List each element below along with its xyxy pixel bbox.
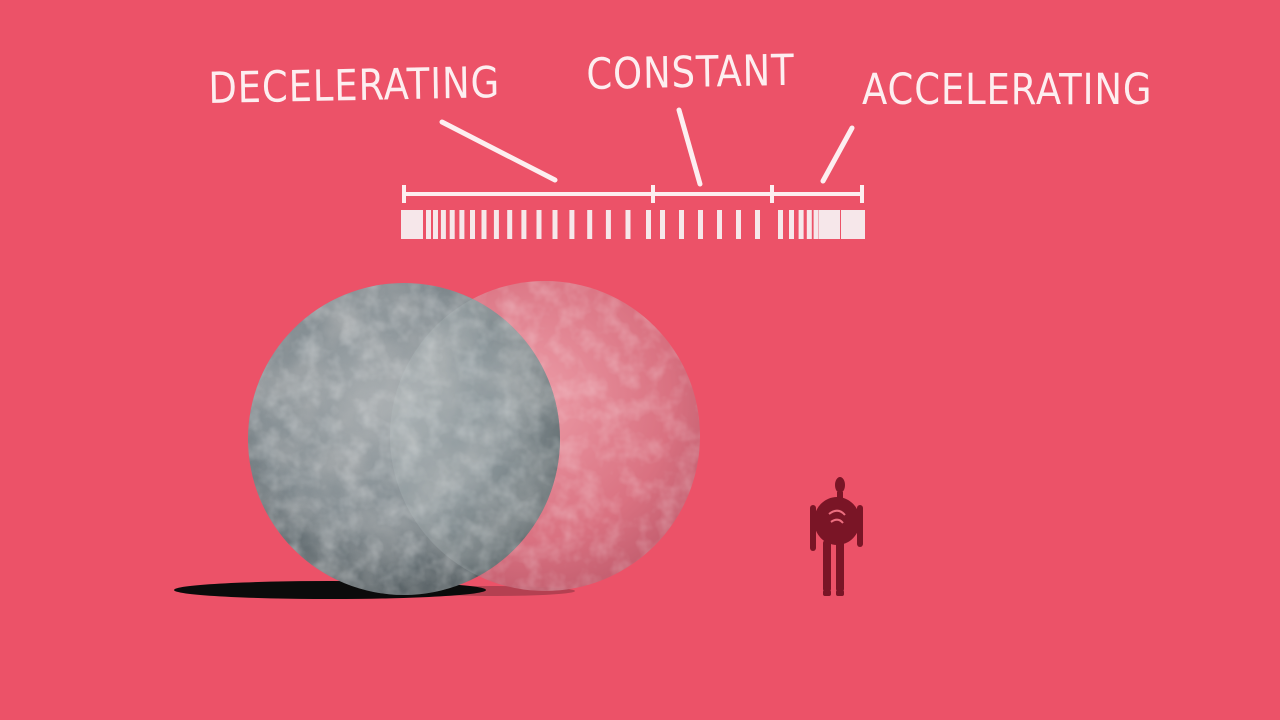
motion-stripe [625, 210, 631, 239]
motion-stripe [521, 210, 527, 239]
motion-stripe [829, 210, 834, 239]
motion-stripes [401, 210, 865, 239]
figure-left-arm [810, 505, 816, 551]
motion-stripe [819, 210, 824, 239]
motion-stripe [433, 210, 438, 239]
motion-stripe [552, 210, 558, 239]
motion-stripe [826, 210, 831, 239]
figure-head [835, 477, 845, 493]
motion-stripe [646, 210, 651, 239]
motion-stripe [605, 210, 611, 239]
sphere-overlap [390, 283, 560, 591]
motion-stripe [660, 210, 665, 239]
stripe-cap-end [841, 210, 865, 239]
motion-stripe [755, 210, 760, 239]
motion-stripe [426, 210, 431, 239]
motion-stripe [493, 210, 499, 239]
motion-stripe [536, 210, 542, 239]
motion-stripe [459, 210, 465, 239]
motion-stripe [813, 210, 819, 239]
stripe-cap-start [401, 210, 423, 239]
figure-left-foot [823, 590, 831, 596]
motion-stripe [449, 210, 455, 239]
motion-stripe [587, 210, 593, 239]
motion-stripe [835, 210, 840, 239]
motion-stripe [789, 210, 794, 239]
motion-stripe [440, 210, 446, 239]
leader-lines [439, 107, 855, 187]
motion-stripe [470, 210, 475, 239]
motion-stripe [698, 210, 703, 239]
figure-left-leg [823, 540, 831, 592]
leader-line-accelerating [820, 125, 855, 184]
motion-stripe [823, 210, 828, 239]
stone-sphere [248, 283, 560, 595]
figure-right-leg [836, 540, 844, 592]
leader-line-constant [676, 107, 703, 187]
phase-ruler [402, 185, 864, 203]
leader-line-decelerating [439, 119, 558, 183]
motion-stripe [569, 210, 575, 239]
human-figure [810, 477, 863, 596]
motion-stripe [679, 210, 684, 239]
figure-neck [837, 492, 843, 499]
motion-stripe [717, 210, 722, 239]
motion-stripe [832, 210, 837, 239]
motion-stripe [507, 210, 513, 239]
figure-torso [814, 497, 860, 545]
motion-stripe [806, 210, 812, 239]
figure-torso-mark [828, 509, 846, 524]
motion-stripe [736, 210, 741, 239]
figure-right-foot [836, 590, 844, 596]
label-accelerating: ACCELERATING [862, 65, 1153, 115]
motion-stripe [778, 210, 783, 239]
figure-right-arm [857, 505, 863, 547]
motion-stripe [481, 210, 487, 239]
motion-stripe [798, 210, 804, 239]
